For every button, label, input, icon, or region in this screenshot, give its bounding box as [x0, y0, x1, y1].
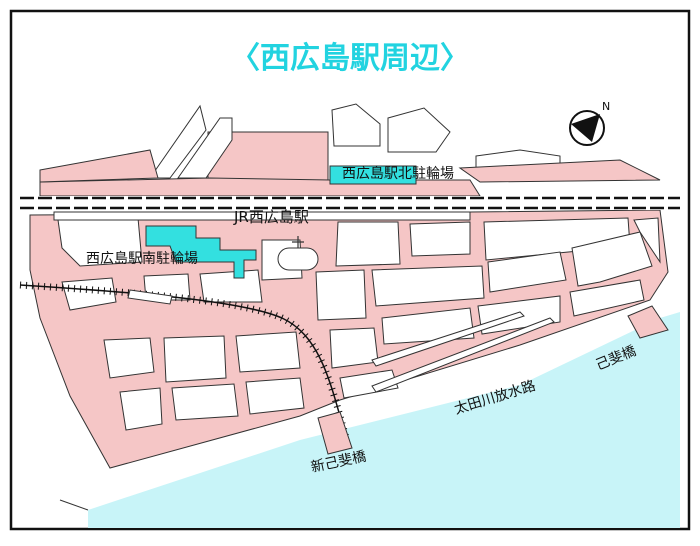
north-parking-lot [329, 165, 417, 185]
label-south-parking: 西広島駅南駐輪場 [86, 250, 198, 267]
bus-roundabout [277, 247, 319, 271]
block [245, 377, 305, 415]
block [315, 269, 367, 321]
label-station: JR西広島駅 [233, 208, 309, 226]
block [149, 104, 207, 179]
median-strip [371, 317, 555, 393]
railway-main [20, 196, 680, 210]
tram-depot [127, 289, 173, 305]
river-bank-line [59, 499, 89, 511]
block [163, 335, 227, 383]
block [329, 327, 379, 369]
block [569, 279, 645, 317]
station-building [53, 211, 471, 221]
bus-shelter-icon [292, 236, 304, 248]
block [61, 277, 117, 311]
north-blocks [149, 103, 561, 179]
block [177, 117, 233, 179]
bridge-new [317, 411, 353, 455]
block [335, 221, 401, 267]
block [119, 387, 163, 431]
block [387, 107, 451, 153]
median-strip [371, 311, 525, 367]
block [633, 217, 661, 264]
city-blocks [57, 217, 661, 431]
block [103, 337, 155, 379]
block [571, 231, 653, 287]
block [171, 383, 239, 421]
tram-line [19, 284, 347, 439]
block [331, 103, 381, 147]
label-north-parking: 西広島駅北駐輪場 [342, 165, 454, 182]
north-compass-icon: N [569, 100, 610, 146]
block [371, 265, 485, 307]
south-parking-lot [145, 225, 257, 279]
bridge-koi [627, 305, 669, 339]
block [199, 269, 263, 303]
block [339, 369, 399, 399]
block [409, 221, 471, 257]
road-north-right [458, 159, 661, 183]
river-water [88, 312, 680, 528]
block [487, 251, 567, 293]
map-title: 〈西広島駅周辺〉 [230, 41, 470, 76]
north-label: N [602, 100, 610, 113]
bridges [317, 305, 669, 455]
road-north-left [39, 149, 159, 183]
block [235, 331, 301, 373]
